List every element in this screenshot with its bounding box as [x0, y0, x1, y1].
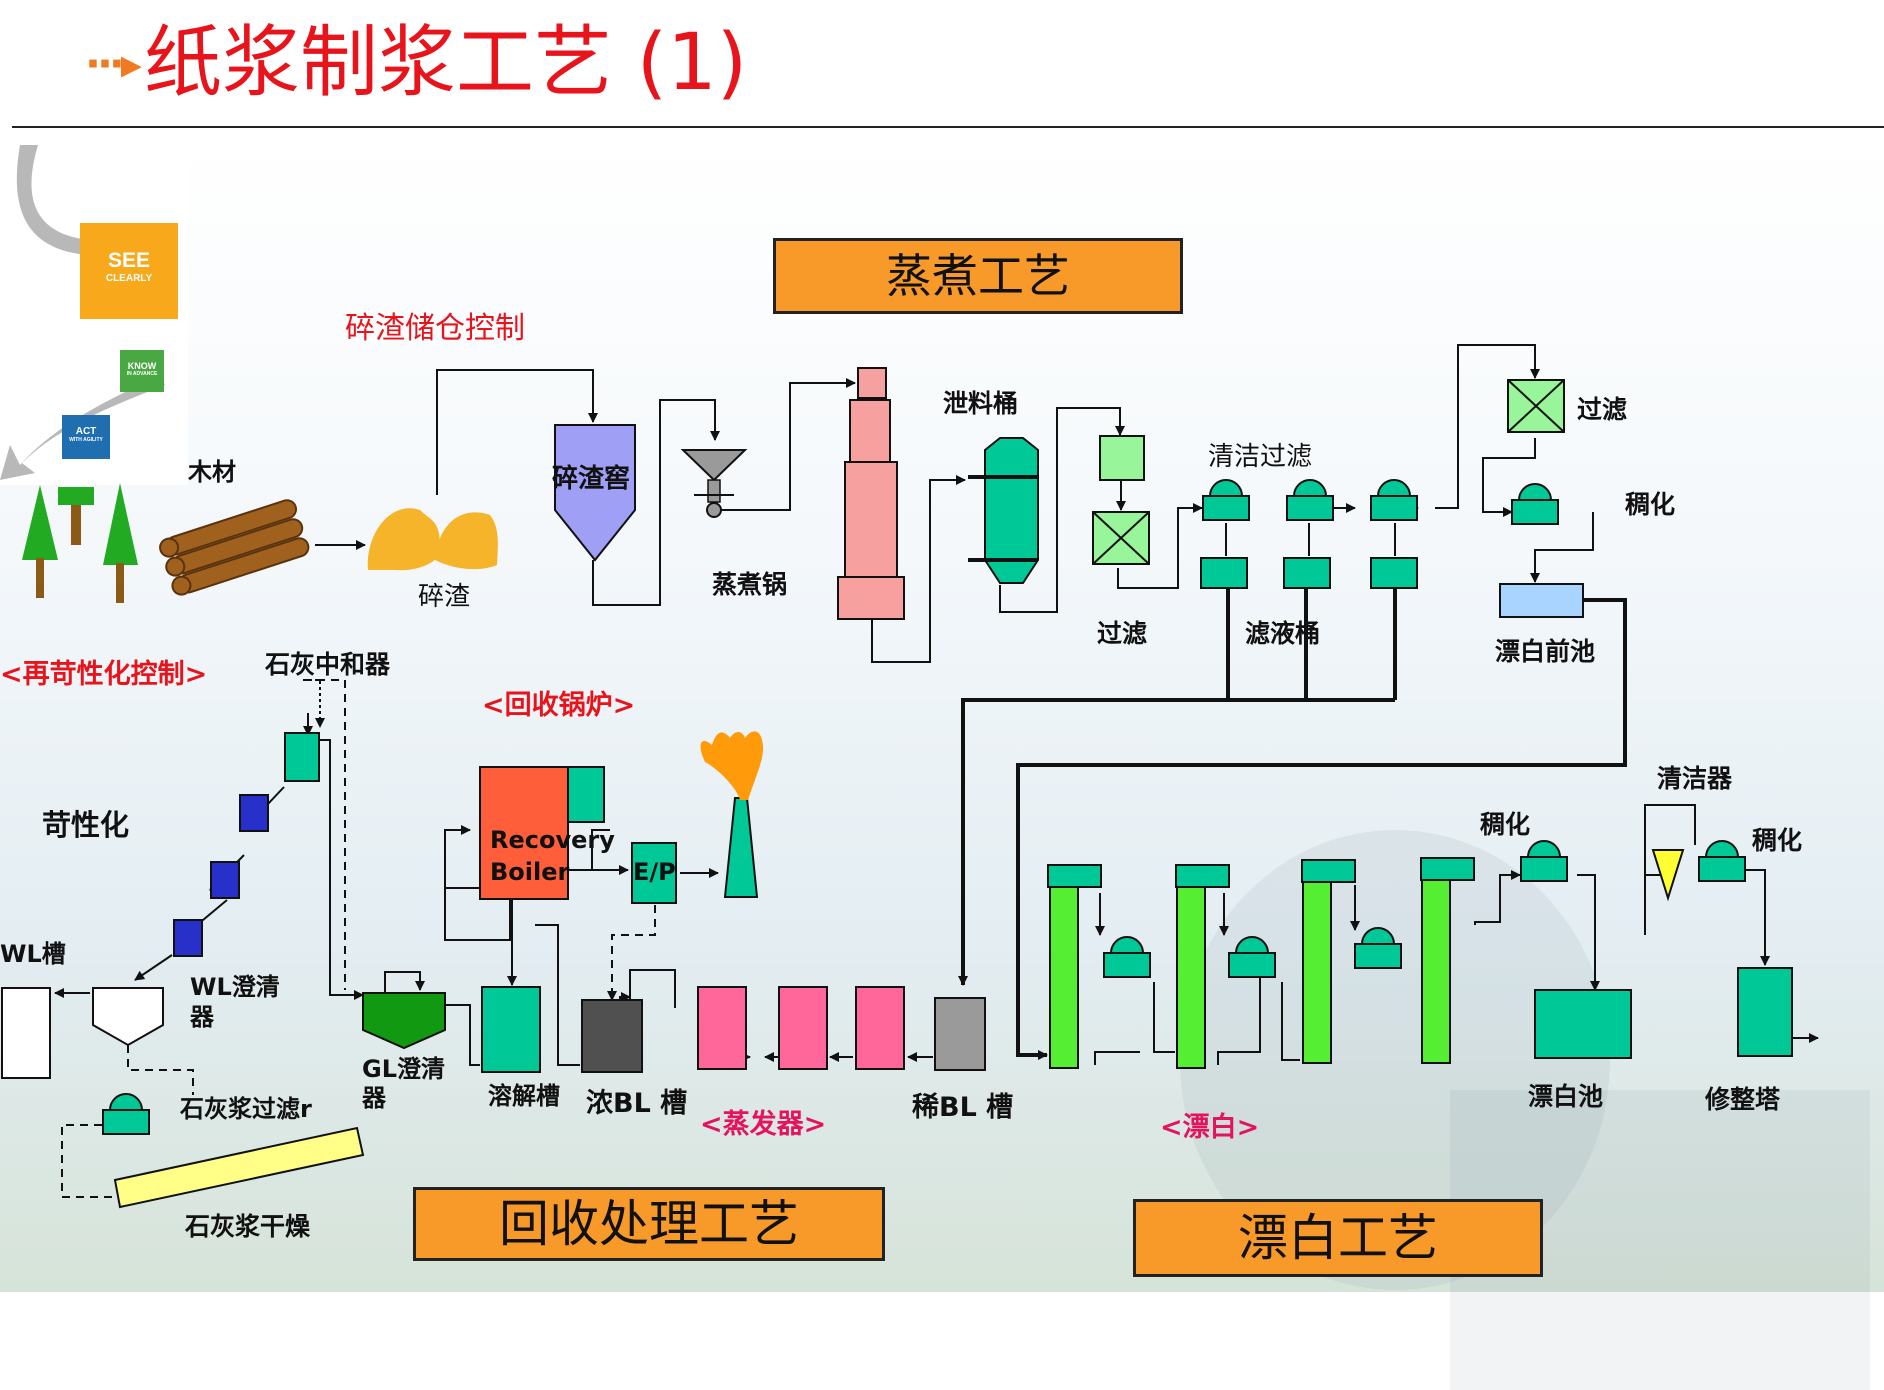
label-wl-clarifier-1: WL澄清 — [190, 973, 280, 1001]
dotted-line — [303, 679, 325, 728]
digester — [837, 367, 905, 620]
label-filter-1: 过滤 — [1097, 619, 1147, 648]
label-chip-storage-control: 碎渣储仓控制 — [345, 311, 525, 346]
section-cooking-label: 蒸煮工艺 — [886, 249, 1070, 303]
label-dissolving-tank: 溶解槽 — [488, 1082, 560, 1110]
label-digester: 蒸煮锅 — [712, 570, 787, 599]
label-ep: E/P — [633, 858, 676, 886]
recovery-boiler-side — [567, 766, 605, 823]
wl-tank — [1, 987, 51, 1079]
filter-x-box-1 — [1092, 511, 1150, 565]
label-lime-mud-filter: 石灰浆过滤r — [179, 1095, 312, 1123]
section-recovery-label: 回收处理工艺 — [499, 1195, 799, 1253]
label-wood: 木材 — [187, 458, 236, 486]
label-evaporator: <蒸发器> — [700, 1108, 826, 1140]
know-label: KNOW — [127, 361, 157, 371]
label-thicken-1: 稠化 — [1625, 490, 1675, 519]
label-recovery-boiler-1: Recovery — [490, 826, 615, 854]
dissolving-tank — [481, 986, 541, 1073]
know-sub-label: IN ADVANCE — [126, 371, 158, 377]
ep-unit — [631, 842, 677, 904]
label-cleaner: 清洁器 — [1657, 764, 1733, 793]
dashed-lines — [61, 679, 656, 1198]
label-thicken-2: 稠化 — [1480, 810, 1530, 839]
strong-bl-tank — [581, 999, 643, 1073]
act-sub-label: WITH AGILITY — [69, 437, 103, 443]
filter-feed-box — [1099, 435, 1145, 481]
process-diagram: 碎渣储仓控制 木材 碎渣 碎渣窖 蒸煮锅 泄料桶 过滤 清洁过滤 滤液桶 过滤 … — [0, 311, 1819, 1241]
bleach-towers — [1047, 857, 1475, 1069]
chips-pile-icon — [367, 508, 498, 571]
label-gl-clarifier-2: 器 — [361, 1084, 387, 1112]
causticizer-units — [173, 732, 320, 957]
filter-x-box-2 — [1507, 379, 1565, 433]
stack — [723, 797, 759, 898]
label-causticizing: 苛性化 — [42, 808, 129, 842]
label-bleach-title: <漂白> — [1160, 1111, 1259, 1143]
wl-clarifier — [92, 987, 164, 1047]
weak-bl-tank — [934, 997, 986, 1071]
section-bleaching-label: 漂白工艺 — [1238, 1209, 1438, 1267]
logs-icon — [159, 499, 310, 596]
bleach-washers — [1103, 840, 1746, 978]
label-filter-2: 过滤 — [1577, 395, 1627, 424]
title-text: 纸浆制浆工艺 (1) — [143, 18, 748, 108]
clearly-label: CLEARLY — [105, 273, 153, 284]
label-bleached-tank: 漂白池 — [1528, 1082, 1603, 1111]
text-labels: 碎渣储仓控制 木材 碎渣 碎渣窖 蒸煮锅 泄料桶 过滤 清洁过滤 滤液桶 过滤 … — [0, 311, 1802, 1241]
background — [0, 140, 1884, 1390]
trees-icon — [22, 483, 138, 603]
label-thicken-3: 稠化 — [1752, 826, 1802, 855]
label-pre-bleach-tank: 漂白前池 — [1495, 637, 1595, 666]
washer-units — [1200, 479, 1559, 589]
trim-tower — [1737, 967, 1793, 1057]
pre-bleach-tank — [1499, 583, 1584, 618]
label-filtrate-tank: 滤液桶 — [1245, 619, 1320, 648]
gl-clarifier — [362, 992, 446, 1050]
title-arrow-icon: ···▸ — [85, 38, 142, 88]
label-weak-bl: 稀BL 槽 — [912, 1092, 1013, 1123]
lime-mud-filter — [102, 1093, 150, 1135]
evaporator-units — [697, 986, 905, 1070]
label-lime-neutralizer: 石灰中和器 — [264, 650, 391, 679]
section-recovery: 回收处理工艺 — [413, 1187, 885, 1261]
label-blow-tank: 泄料桶 — [943, 389, 1018, 418]
slide: ···▸ 纸浆制浆工艺 (1) SEE CLEARLY KNOW IN ADVA… — [0, 18, 1884, 1390]
bleached-tank — [1534, 989, 1632, 1059]
act-label: ACT — [75, 426, 97, 437]
label-chip-bin: 碎渣窖 — [552, 463, 630, 494]
label-recaust-control: <再苛性化控制> — [0, 659, 207, 690]
label-recovery-boiler-2: Boiler — [490, 858, 570, 886]
label-wl-clarifier-2: 器 — [189, 1003, 215, 1031]
label-clean-filter: 清洁过滤 — [1208, 442, 1312, 472]
act-badge: ACT WITH AGILITY — [62, 415, 110, 459]
cleaner-cone — [1651, 849, 1685, 902]
section-cooking: 蒸煮工艺 — [773, 238, 1183, 314]
see-clearly-badge: SEE CLEARLY — [80, 223, 178, 319]
logo: SEE CLEARLY KNOW IN ADVANCE ACT WITH AGI… — [0, 145, 188, 485]
slide-title: ···▸ 纸浆制浆工艺 (1) — [85, 18, 747, 108]
chip-feeder — [680, 449, 748, 518]
section-bleaching: 漂白工艺 — [1133, 1199, 1543, 1277]
flame-icon — [700, 731, 764, 800]
know-badge: KNOW IN ADVANCE — [120, 350, 164, 392]
chip-bin — [554, 424, 636, 562]
title-divider — [12, 126, 1884, 128]
label-chips: 碎渣 — [418, 582, 470, 612]
label-trim-tower: 修整塔 — [1704, 1085, 1781, 1114]
label-gl-clarifier-1: GL澄清 — [362, 1055, 445, 1083]
see-label: SEE — [107, 249, 151, 272]
label-recovery-boiler-title: <回收锅炉> — [482, 690, 635, 721]
label-strong-bl: 浓BL 槽 — [586, 1088, 687, 1119]
label-lime-mud-dryer: 石灰浆干燥 — [184, 1212, 311, 1241]
blow-tank — [968, 437, 1039, 584]
logo-arrow-icon — [0, 145, 165, 480]
label-wl-tank: WL槽 — [0, 940, 66, 968]
lime-mud-dryer — [113, 1126, 365, 1209]
recovery-boiler — [479, 766, 569, 900]
